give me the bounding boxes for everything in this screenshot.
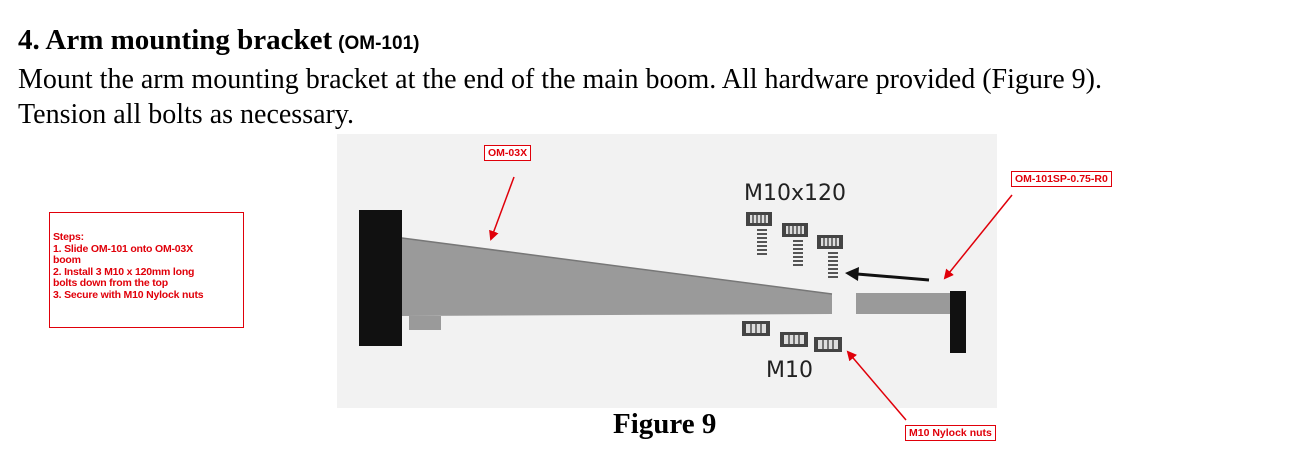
bracket-diagram: M10x120 M10 (359, 181, 966, 383)
nut-1 (742, 321, 770, 336)
section-part-code: (OM-101) (338, 33, 420, 54)
bolt-3 (817, 235, 843, 279)
nut-3 (814, 337, 842, 352)
main-boom (402, 238, 832, 316)
slide-direction-arrow (856, 272, 930, 282)
instruction-paragraph: Mount the arm mounting bracket at the en… (18, 62, 1298, 132)
steps-line-1: 1. Slide OM-101 onto OM-03X (53, 242, 193, 255)
bolt-2 (782, 223, 808, 267)
boom-end-cap (359, 210, 402, 346)
callout-part-number: OM-101SP-0.75-R0 (1011, 171, 1112, 187)
nut-2 (780, 332, 808, 347)
steps-line-5: 3. Secure with M10 Nylock nuts (53, 288, 204, 301)
nuts-label: M10 (766, 358, 813, 383)
figure-caption: Figure 9 (613, 408, 717, 440)
steps-line-2: boom (53, 254, 81, 266)
section-title: 4. Arm mounting bracket (18, 24, 333, 56)
callout-boom: OM-03X (484, 145, 532, 161)
steps-line-4: bolts down from the top (53, 277, 168, 289)
bolt-1 (746, 212, 772, 256)
arm-mounting-bracket (856, 293, 950, 314)
bolts-label: M10x120 (744, 181, 846, 206)
figure-9-illustration: M10x120 M10 (337, 134, 997, 408)
instruction-line-1: Mount the arm mounting bracket at the en… (18, 64, 1102, 95)
bracket-end-plate (950, 291, 966, 353)
steps-line-3: 2. Install 3 M10 x 120mm long (53, 265, 195, 278)
callout-nylock-nuts: M10 Nylock nuts (905, 425, 996, 441)
boom-bottom-tab (409, 316, 441, 330)
steps-callout: Steps: 1. Slide OM-101 onto OM-03X boom … (49, 212, 244, 328)
instruction-line-2: Tension all bolts as necessary. (18, 99, 355, 130)
section-heading: 4. Arm mounting bracket(OM-101) (18, 24, 419, 57)
steps-heading: Steps: (53, 231, 84, 243)
